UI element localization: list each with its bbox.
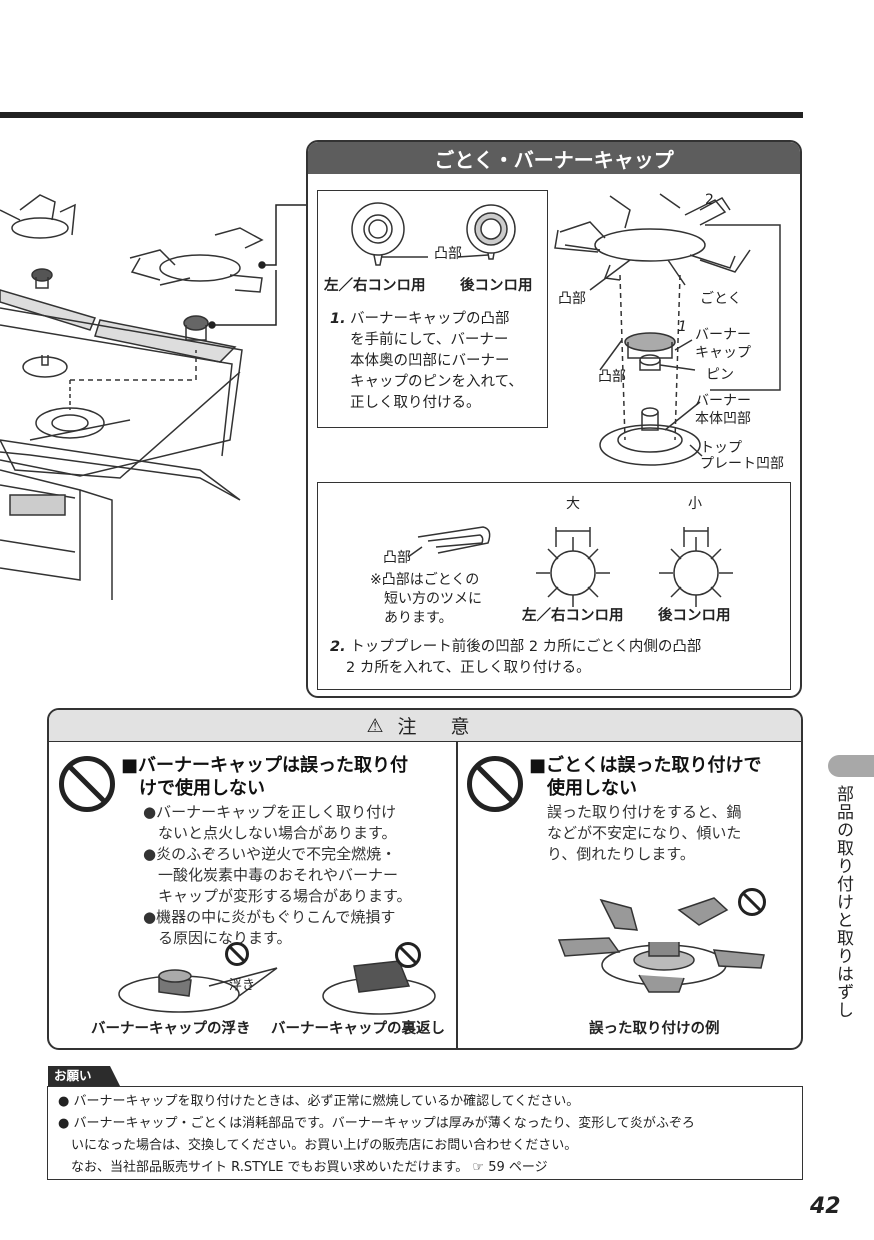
convex-label: 凸部 xyxy=(383,550,411,566)
caution-right-body-line: 誤った取り付けをすると、鍋 xyxy=(547,803,742,821)
step1-line: 正しく取り付ける。 xyxy=(350,395,481,411)
section-title: ごとく・バーナーキャップ xyxy=(308,142,800,174)
caution-bullet-line: ないと点火しない場合があります。 xyxy=(158,824,397,842)
gotoku-figure xyxy=(407,526,733,607)
note-line: ※凸部はごとくの xyxy=(370,572,480,588)
top-plate-label: トップ プレート凹部 xyxy=(700,440,784,472)
note-line: あります。 xyxy=(384,610,453,626)
page-reference-link[interactable]: ☞ 59 ページ xyxy=(472,1160,548,1175)
burner-body-label-line: 本体凹部 xyxy=(695,411,751,427)
page-number: 42 xyxy=(810,1194,841,1219)
caution-box: ⚠ 注 意 ■バーナーキャップは誤った取り付 けで使用しない ●バーナーキャップ… xyxy=(47,708,803,1050)
caution-bullet-line: ●炎のふぞろいや逆火で不完全燃焼・ xyxy=(143,845,397,863)
step1-line: 本体奥の凹部にバーナー xyxy=(350,353,510,369)
step1-number: 1. xyxy=(330,311,346,327)
wrong-gotoku-figure xyxy=(557,897,765,993)
caution-right-body-line: り、倒れたりします。 xyxy=(547,845,695,863)
burner-caps-figure xyxy=(351,202,516,266)
step2-line: 2 カ所を入れて、正しく取り付ける。 xyxy=(346,660,591,676)
warning-icon: ⚠ xyxy=(366,714,384,737)
caution-left-title: ■バーナーキャップは誤った取り付 けで使用しない xyxy=(121,754,408,800)
convex-label: 凸部 xyxy=(598,369,626,385)
request-label: お願い xyxy=(48,1066,120,1086)
burner-cap-label: バーナー キャップ xyxy=(695,326,751,362)
small-label: 小 xyxy=(688,496,702,512)
top-plate-label-line: トップ xyxy=(700,440,742,456)
request-line: なお、当社部品販売サイト R.STYLE でもお買い求めいただけます。 xyxy=(71,1160,469,1175)
side-tab-marker xyxy=(828,755,874,777)
step2-box: 大 小 凸部 ※凸部はごとくの 短い方のツメに あります。 左／右コンロ用 後コ… xyxy=(317,482,791,690)
pin-label: ピン xyxy=(706,367,734,383)
caution-heading-text: 注 意 xyxy=(397,716,484,738)
top-plate-label-line: プレート凹部 xyxy=(700,456,784,472)
top-rule xyxy=(0,112,803,118)
cap-error-figures xyxy=(118,960,436,1015)
caution-divider xyxy=(456,742,458,1048)
caution-right-title: ■ごとくは誤った取り付けで 使用しない xyxy=(529,754,761,800)
step1-text: 1. バーナーキャップの凸部 を手前にして、バーナー 本体奥の凹部にバーナー キ… xyxy=(330,309,523,414)
caution-right-title-line: 使用しない xyxy=(547,778,637,799)
rear-label: 後コンロ用 xyxy=(658,608,731,624)
step2-number: 2. xyxy=(330,639,346,655)
caution-left-bullets: ●バーナーキャップを正しく取り付け ないと点火しない場合があります。 ●炎のふぞ… xyxy=(143,802,412,949)
caution-right-body-line: などが不安定になり、傾いた xyxy=(547,824,742,842)
side-tab-label: 部品の取り付けと取りはずし xyxy=(833,785,853,1019)
note-line: 短い方のツメに xyxy=(384,591,482,607)
caution-bullet-line: 一酸化炭素中毒のおそれやバーナー xyxy=(158,866,399,884)
burner-exploded-diagram xyxy=(554,193,781,466)
step1-line: キャップのピンを入れて、 xyxy=(350,374,523,390)
prohibited-icon xyxy=(59,756,115,812)
caution-bullet-line: キャップが変形する場合があります。 xyxy=(158,887,412,905)
convex-label: 凸部 xyxy=(558,291,586,307)
note-text: ※凸部はごとくの 短い方のツメに あります。 xyxy=(370,571,482,628)
burner-cap-label-line: バーナー xyxy=(695,327,751,343)
burner-body-label-line: バーナー xyxy=(695,393,751,409)
float-label: 浮き xyxy=(229,978,256,993)
big-label: 大 xyxy=(566,496,580,512)
stove-illustration xyxy=(0,194,306,600)
label-2: 2 xyxy=(705,192,714,208)
left-right-label: 左／右コンロ用 xyxy=(522,608,624,624)
left-right-label: 左／右コンロ用 xyxy=(324,278,426,294)
request-line-4: なお、当社部品販売サイト R.STYLE でもお買い求めいただけます。 ☞ 59… xyxy=(58,1157,792,1179)
step2-text: 2. トッププレート前後の凹部 2 カ所にごとく内側の凸部 2 カ所を入れて、正… xyxy=(330,637,701,679)
request-line: ● バーナーキャップ・ごとくは消耗部品です。バーナーキャップは厚みが薄くなったり… xyxy=(58,1116,695,1131)
caution-bullet-line: る原因になります。 xyxy=(158,929,292,947)
caution-left-title-line: ■バーナーキャップは誤った取り付 xyxy=(121,755,409,776)
request-box: ● バーナーキャップを取り付けたときは、必ず正常に燃焼しているか確認してください… xyxy=(47,1086,803,1180)
caution-heading: ⚠ 注 意 xyxy=(49,710,801,742)
prohibited-icon xyxy=(738,888,766,916)
prohibited-icon xyxy=(467,756,523,812)
section-box: ごとく・バーナーキャップ xyxy=(306,140,802,698)
step1-box: 凸部 左／右コンロ用 後コンロ用 1. バーナーキャップの凸部 を手前にして、バ… xyxy=(317,190,548,428)
caption-wrong: 誤った取り付けの例 xyxy=(589,1021,720,1037)
step2-line: トッププレート前後の凹部 2 カ所にごとく内側の凸部 xyxy=(350,639,702,655)
caution-left-title-line: けで使用しない xyxy=(139,778,265,799)
caption-float: バーナーキャップの浮き xyxy=(91,1021,251,1037)
prohibited-icon xyxy=(395,942,421,968)
prohibited-icon xyxy=(225,942,249,966)
burner-body-label: バーナー 本体凹部 xyxy=(695,392,751,428)
request-line: ● バーナーキャップを取り付けたときは、必ず正常に燃焼しているか確認してください… xyxy=(58,1094,580,1109)
caution-right-body: 誤った取り付けをすると、鍋 などが不安定になり、傾いた り、倒れたりします。 xyxy=(547,802,741,865)
step1-line: を手前にして、バーナー xyxy=(350,332,509,348)
caution-bullet-line: ●バーナーキャップを正しく取り付け xyxy=(143,803,397,821)
convex-label: 凸部 xyxy=(434,246,462,262)
rear-label: 後コンロ用 xyxy=(460,278,533,294)
caution-right-title-line: ■ごとくは誤った取り付けで xyxy=(529,755,762,776)
caution-bullet-line: ●機器の中に炎がもぐりこんで焼損す xyxy=(143,908,396,926)
request-line: いになった場合は、交換してください。お買い上げの販売店にお問い合わせください。 xyxy=(71,1138,578,1153)
burner-cap-label-line: キャップ xyxy=(695,345,751,361)
step1-line: バーナーキャップの凸部 xyxy=(350,311,510,327)
label-1: 1 xyxy=(678,319,687,335)
gotoku-label: ごとく xyxy=(700,291,742,307)
caption-reverse: バーナーキャップの裏返し xyxy=(271,1021,445,1037)
